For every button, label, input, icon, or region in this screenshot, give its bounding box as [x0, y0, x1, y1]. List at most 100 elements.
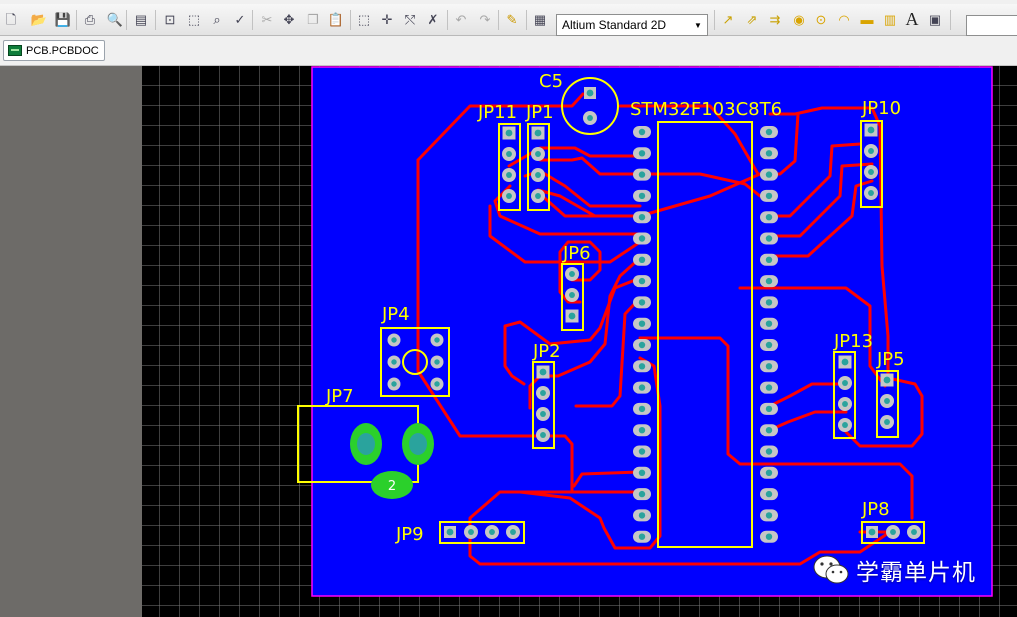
save-icon[interactable]: 💾 [54, 11, 72, 27]
zoom-area-icon[interactable]: ⬚ [187, 11, 201, 27]
place-arc-icon[interactable]: ◠ [838, 11, 850, 27]
select-area-icon[interactable]: ⬚ [357, 11, 371, 27]
mcu-pad [633, 445, 651, 458]
jp10-pad [864, 123, 878, 137]
print-icon[interactable]: ⎙ [84, 11, 96, 27]
trace [768, 410, 848, 432]
copy-icon[interactable]: ❐ [307, 11, 319, 27]
mcu-pad [760, 509, 778, 522]
jp13-pad [838, 397, 852, 411]
jp5-outline [876, 370, 899, 438]
pads [387, 87, 921, 543]
trace [618, 104, 760, 176]
mcu-pad [760, 466, 778, 479]
mcu-pad [760, 530, 778, 543]
tab-label: PCB.PCBDOC [26, 44, 99, 57]
component-library-icon[interactable]: ▦ [533, 11, 547, 27]
move-selection-icon[interactable]: ⤲ [404, 11, 416, 27]
zoom-selected-icon[interactable]: ⌕ [213, 11, 221, 27]
mcu-pad [760, 339, 778, 351]
mcu-pad [760, 189, 778, 202]
trace [768, 382, 848, 408]
jp11-outline [498, 123, 521, 211]
undo-icon[interactable]: ↶ [455, 11, 467, 27]
jp8-pad [886, 525, 900, 539]
trace [538, 192, 642, 218]
zoom-fit-icon[interactable]: ⊡ [164, 11, 176, 27]
mcu-pad [633, 509, 651, 522]
place-pad-icon[interactable]: ◉ [793, 11, 805, 27]
jp6-pad [565, 267, 579, 281]
jp11-pad [502, 126, 516, 140]
mcu-pad [760, 424, 778, 437]
main-toolbar: 🗋 📂 💾 ⎙ 🔍 ▤ ⊡ ⬚ ⌕ ✓ ✂ ✥ ❐ 📋 ⬚ ✛ ⤲ ✗ ↶ ↷ … [0, 4, 1017, 36]
jp9-pad [485, 525, 499, 539]
delete-selection-icon[interactable]: ✗ [427, 11, 439, 27]
jp4-pad [430, 355, 444, 369]
mcu-pad [760, 126, 778, 138]
c5-pad [583, 111, 597, 125]
place-fill-icon[interactable]: ▬ [860, 11, 874, 27]
pcb-canvas[interactable]: 2 C5 STM32F103C8T6 JP11 JP1 JP10 JP6 JP4… [0, 66, 1017, 617]
view-mode-select[interactable]: Altium Standard 2D ▼ [556, 14, 708, 36]
trace [572, 470, 642, 488]
jp4-pad [387, 355, 401, 369]
jp6-pad [565, 309, 579, 323]
place-string-icon[interactable]: A [905, 9, 919, 29]
open-folder-icon[interactable]: 📂 [30, 11, 48, 27]
print-preview-icon[interactable]: 🔍 [106, 11, 124, 27]
mcu-pad [760, 488, 778, 501]
overlay-outlines [297, 77, 925, 548]
chevron-down-icon[interactable]: ▼ [694, 20, 702, 30]
highlight-icon[interactable]: ✎ [506, 11, 518, 27]
board-shape [311, 66, 993, 597]
mcu-pad [633, 126, 651, 138]
mcu-pad [633, 211, 651, 224]
redo-icon[interactable]: ↷ [479, 11, 491, 27]
jp8-pad [907, 525, 921, 539]
jp7-pad-hole [357, 433, 375, 455]
jp9-pad [444, 526, 456, 538]
document-tab-bar: PCB.PCBDOC [0, 36, 1017, 66]
c5-pad [584, 87, 596, 99]
mcu-pad [633, 466, 651, 479]
toolbar-separator [76, 10, 77, 30]
trace [738, 286, 887, 388]
trace [574, 296, 642, 408]
cut-icon[interactable]: ✂ [261, 11, 273, 27]
jp8-label: JP8 [861, 499, 890, 520]
mcu-pad [633, 424, 651, 437]
new-file-icon[interactable]: 🗋 [5, 11, 17, 27]
jp10-label: JP10 [861, 98, 901, 119]
jp5-pad [880, 415, 894, 429]
paste-icon[interactable]: 📋 [327, 11, 345, 27]
jp10-pad [864, 165, 878, 179]
jp6-outline [561, 263, 584, 331]
place-polygon-icon[interactable]: ▥ [883, 11, 897, 27]
zoom-filter-icon[interactable]: ✓ [234, 11, 246, 27]
jp6-label: JP6 [562, 243, 591, 264]
place-component-icon[interactable]: ▣ [928, 11, 942, 27]
tab-pcb-document[interactable]: PCB.PCBDOC [3, 40, 105, 61]
jp10-pad [864, 186, 878, 200]
jp13-pad [838, 355, 852, 369]
watermark: 学霸单片机 [812, 553, 976, 587]
document-icon[interactable]: ▤ [134, 11, 148, 27]
route-multiple-icon[interactable]: ⇉ [769, 11, 781, 27]
jp4-pad [430, 333, 444, 347]
route-differential-icon[interactable]: ⇗ [746, 11, 758, 27]
trace [768, 162, 874, 238]
jp9-label: JP9 [395, 524, 424, 545]
route-track-icon[interactable]: ↗ [722, 11, 734, 27]
mcu-pad [633, 317, 651, 330]
trace [844, 376, 924, 448]
trace [558, 240, 602, 304]
jp10-outline [860, 120, 883, 208]
toolbar-search-input[interactable] [966, 15, 1017, 36]
place-via-icon[interactable]: ⊙ [815, 11, 827, 27]
trace [768, 142, 862, 218]
move-icon[interactable]: ✥ [283, 11, 295, 27]
trace [638, 336, 914, 520]
mcu-pad [760, 147, 778, 160]
cross-move-icon[interactable]: ✛ [381, 11, 393, 27]
